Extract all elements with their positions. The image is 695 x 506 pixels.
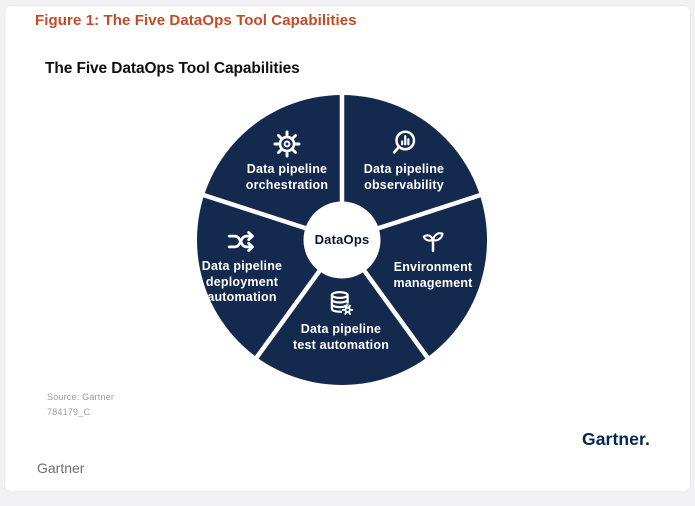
segment-data-pipeline-observability: Data pipeline observability xyxy=(334,128,474,193)
source-note: Source: Gartner 784179_C xyxy=(47,390,114,420)
figure-caption: Figure 1: The Five DataOps Tool Capabili… xyxy=(35,12,357,29)
chart-title: The Five DataOps Tool Capabilities xyxy=(45,60,300,77)
small-gear-icon xyxy=(341,304,354,315)
segment-label-line: Data pipeline xyxy=(246,162,328,176)
source-line: Source: Gartner xyxy=(47,392,115,402)
segment-data-pipeline-orchestration: Data pipeline orchestration xyxy=(217,130,357,193)
segment-label-line: Data pipeline xyxy=(363,162,445,176)
segment-label-line: test automation xyxy=(292,337,390,352)
figure-id: 784179_C xyxy=(47,407,91,417)
shuffle-arrows-icon xyxy=(227,231,254,252)
segment-data-pipeline-deployment-automation: Data pipeline deployment automation xyxy=(172,228,312,306)
segment-label-line: observability xyxy=(364,177,444,192)
database-gear-icon xyxy=(330,290,354,315)
segment-data-pipeline-test-automation: Data pipeline test automation xyxy=(271,288,411,353)
segment-label-line: orchestration xyxy=(245,177,329,192)
donut-center-label: DataOps xyxy=(314,232,370,247)
segment-label-line: deployment xyxy=(205,274,279,289)
footer-brand-text: Gartner xyxy=(37,460,85,476)
segment-label-line: management xyxy=(393,275,473,290)
segment-label-line: Data pipeline xyxy=(201,259,283,273)
segment-label-line: automation xyxy=(207,290,277,304)
gartner-logo: Gartner. xyxy=(582,429,650,449)
magnifier-bar-chart-icon xyxy=(392,130,416,154)
sprout-leaves-icon xyxy=(422,232,444,253)
segment-label-line: Environment xyxy=(393,260,473,274)
dataops-donut-chart: Data pipeline orchestration Data pipelin… xyxy=(192,90,492,390)
gear-icon xyxy=(273,130,301,158)
segment-environment-management: Environment management xyxy=(363,226,503,291)
donut-wheel xyxy=(197,91,487,385)
segment-label-line: Data pipeline xyxy=(300,322,382,336)
